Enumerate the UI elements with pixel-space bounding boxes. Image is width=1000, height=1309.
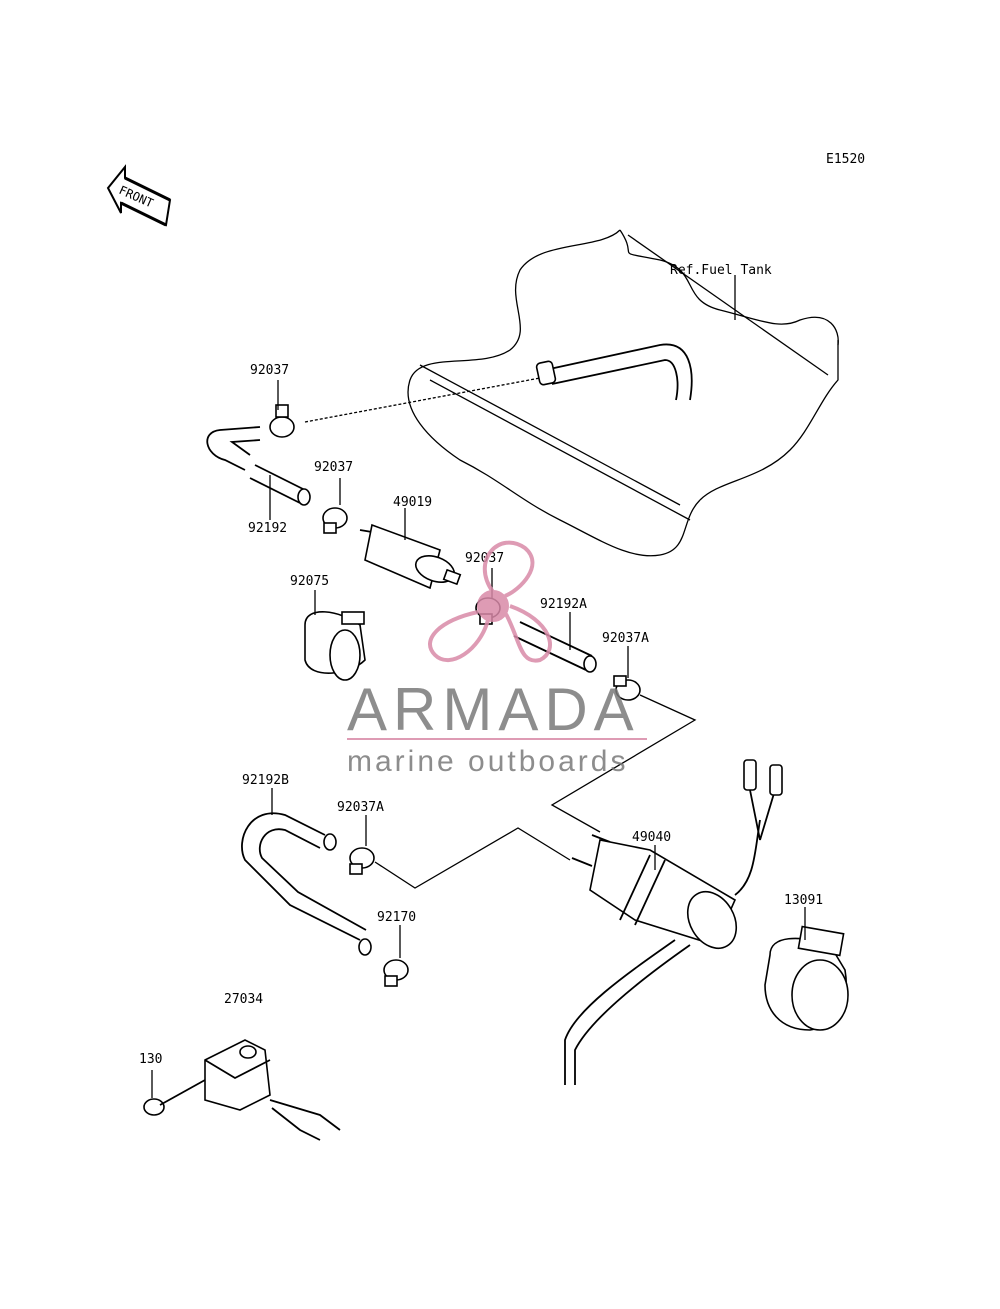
diagram-code: E1520: [826, 152, 865, 167]
front-arrow-icon: FRONT: [106, 164, 172, 227]
watermark-subtitle: marine outboards: [347, 745, 628, 778]
label-13091: 13091: [784, 893, 823, 908]
ref-fuel-tank-label: Ref.Fuel Tank: [670, 263, 772, 278]
hose-92192B: [241, 812, 372, 956]
bracket-13091: [764, 925, 849, 1031]
label-92192A: 92192A: [540, 597, 587, 612]
tank-outlet-hose: [535, 343, 693, 401]
fuel-tank-outline: [407, 229, 839, 557]
clamp-92170: [383, 959, 409, 987]
hose-92192A: [513, 621, 597, 673]
label-49040: 49040: [632, 830, 671, 845]
watermark-title: ARMADA: [347, 676, 640, 743]
label-92075: 92075: [290, 574, 329, 589]
label-92037A-a: 92037A: [602, 631, 649, 646]
clamp-92037A-lower: [349, 847, 375, 875]
clamp-92037-mid: [322, 507, 348, 534]
clamp-92037A-upper: [613, 675, 641, 701]
hose-92192: [206, 426, 311, 506]
routing-line-1: [304, 377, 541, 423]
fuel-pump-49040: [564, 819, 761, 1085]
label-92170: 92170: [377, 910, 416, 925]
label-92037A-b: 92037A: [337, 800, 384, 815]
pump-connectors: [743, 759, 783, 841]
label-49019: 49019: [393, 495, 432, 510]
label-92192B: 92192B: [242, 773, 289, 788]
armada-watermark: ARMADA marine outboards: [347, 540, 647, 778]
relay-27034: [204, 1039, 341, 1141]
label-92037-b: 92037: [314, 460, 353, 475]
label-92037-a: 92037: [250, 363, 289, 378]
label-92192: 92192: [248, 521, 287, 536]
propeller-logo-icon: [428, 540, 552, 663]
label-130: 130: [139, 1052, 162, 1067]
bolt-130: [143, 1079, 206, 1116]
bracket-92075: [304, 611, 366, 681]
clamp-92037-top: [269, 404, 295, 438]
fuel-filter-49019: [359, 523, 462, 590]
label-27034: 27034: [224, 992, 263, 1007]
